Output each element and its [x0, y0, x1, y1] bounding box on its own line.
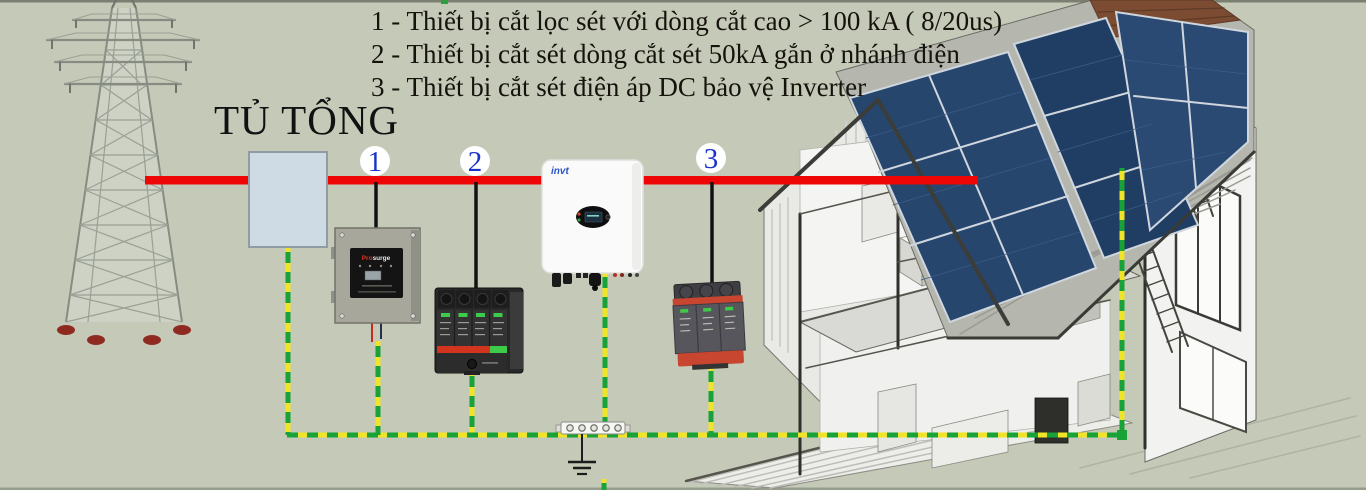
surge-filter-device-1: Prosurge [331, 227, 421, 342]
legend-text-block: 1 - Thiết bị cắt lọc sét với dòng cắt ca… [371, 5, 1002, 104]
inverter-connectors [552, 273, 639, 291]
marker-2: 2 [460, 146, 490, 178]
transmission-tower [45, 0, 201, 345]
svg-text:3: 3 [704, 143, 719, 175]
device2-status-windows [441, 313, 503, 317]
marker-1: 1 [360, 146, 390, 178]
device1-display [364, 270, 382, 281]
svg-text:1: 1 [368, 146, 383, 178]
legend-line-1: 1 - Thiết bị cắt lọc sét với dòng cắt ca… [371, 6, 1003, 36]
earth-symbol [568, 434, 596, 476]
inverter-brand-logo: invt [551, 166, 569, 177]
legend-line-2: 2 - Thiết bị cắt sét dòng cắt sét 50kA g… [371, 39, 960, 69]
wire-corner [1117, 430, 1127, 440]
solar-inverter: invt [541, 159, 644, 291]
device-drop-wires [374, 182, 714, 289]
svg-text:Prosurge: Prosurge [362, 255, 391, 262]
top-edge [0, 0, 1366, 3]
legend-line-3: 3 - Thiết bị cắt sét điện áp DC bảo vệ I… [371, 72, 867, 102]
marker-3: 3 [696, 143, 726, 175]
bottom-edge [0, 487, 1366, 490]
ac-spd-device-2 [434, 287, 524, 375]
ground-busbar [555, 421, 631, 435]
solar-panels [848, 10, 1249, 324]
grounding-wires [285, 168, 1127, 490]
main-cabinet-label: TỦ TỔNG [214, 97, 400, 143]
main-distribution-cabinet [248, 151, 328, 248]
green-tick-artifact [441, 0, 448, 4]
dc-spd-device-3 [672, 280, 746, 370]
tower-feet [57, 325, 191, 345]
svg-text:2: 2 [468, 146, 483, 178]
